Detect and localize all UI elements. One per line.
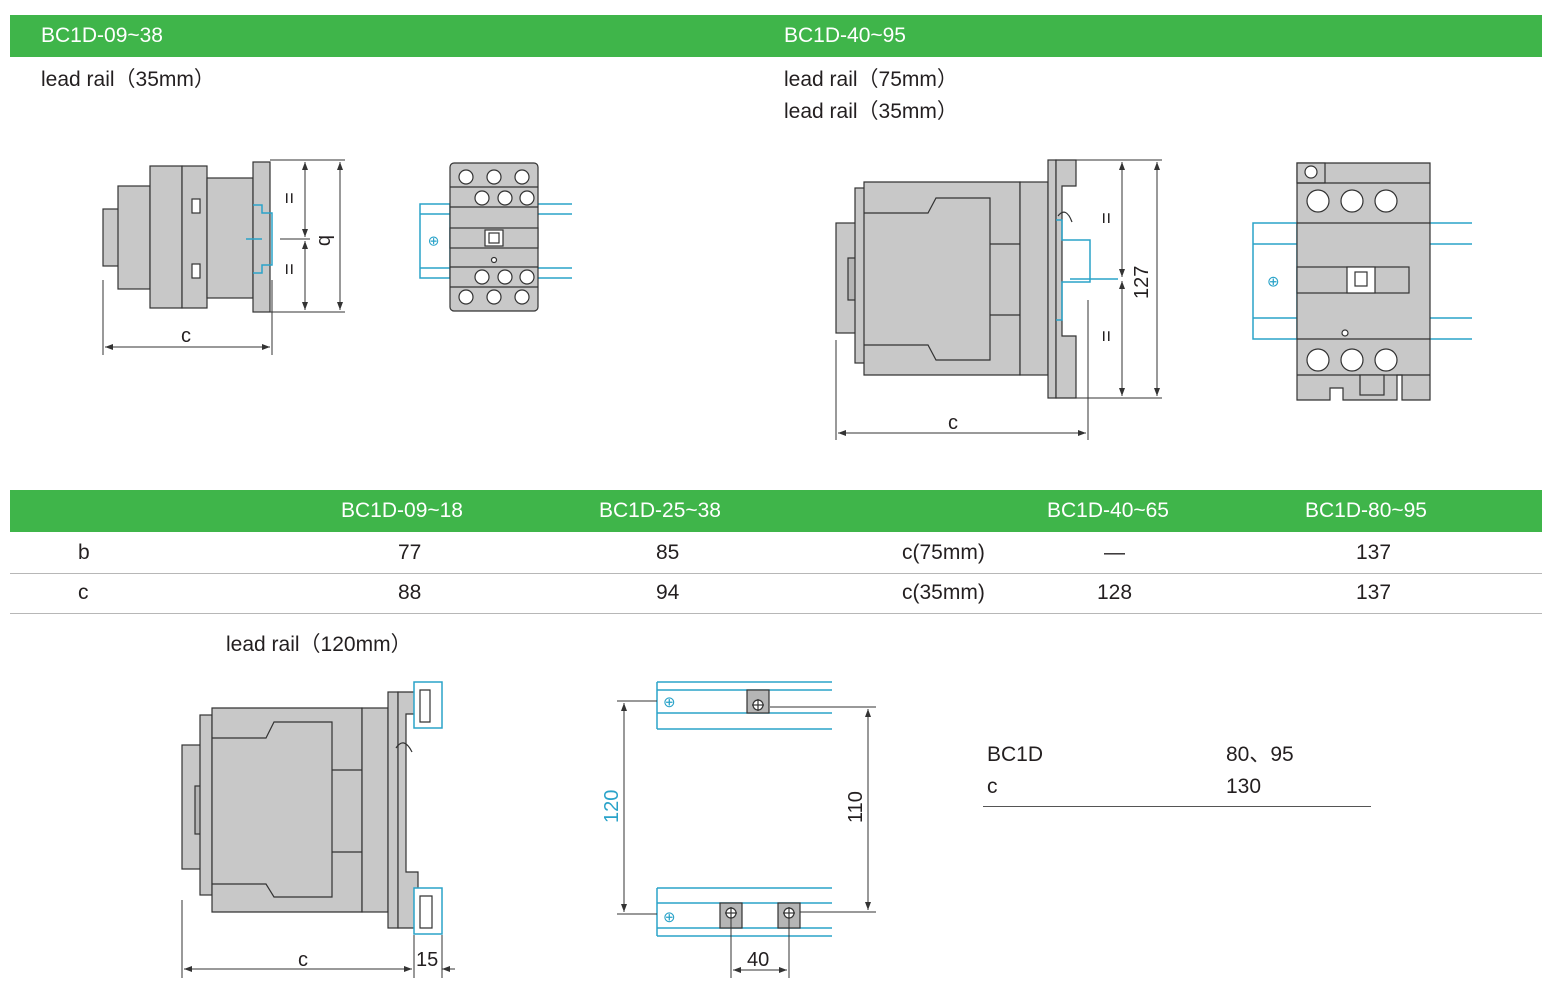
svg-text:⊕: ⊕	[425, 235, 441, 247]
row-value: —	[1104, 541, 1125, 564]
small-table-rule	[983, 806, 1371, 807]
dim-equal-top-right: =	[1096, 212, 1118, 224]
dim-120-label: 120	[601, 790, 623, 823]
row-label: b	[78, 541, 90, 564]
dim-equal-bottom-left: =	[279, 263, 301, 275]
row-value: 85	[656, 541, 680, 564]
dim-c-label-bottom: c	[298, 949, 308, 971]
row-label-2: c(35mm)	[902, 581, 985, 604]
dim-40-label: 40	[747, 949, 769, 971]
table-header-col4: BC1D-80~95	[1305, 499, 1427, 522]
svg-text:⊕: ⊕	[663, 909, 676, 926]
row-value: 137	[1356, 581, 1392, 604]
row-label: c	[78, 581, 89, 604]
table-header-col1: BC1D-09~18	[341, 499, 463, 522]
dim-127-label: 127	[1131, 266, 1153, 299]
header-title-left: BC1D-09~38	[41, 24, 163, 47]
svg-text:⊕: ⊕	[663, 694, 676, 711]
dim-b-label: b	[314, 235, 336, 246]
dim-equal-bottom-right: =	[1096, 330, 1118, 342]
right-rail-label-1: lead rail（75mm）	[784, 68, 958, 91]
table-divider	[10, 573, 1542, 574]
table-header-bar: BC1D-09~18 BC1D-25~38 BC1D-40~65 BC1D-80…	[10, 490, 1542, 532]
small-table-label-2: c	[987, 775, 998, 798]
svg-text:⊕: ⊕	[1265, 275, 1282, 288]
section-header-bar: BC1D-09~38 BC1D-40~95	[10, 15, 1542, 57]
header-title-right: BC1D-40~95	[784, 24, 906, 47]
dim-equal-top-left: =	[279, 192, 301, 204]
dim-c-label-right: c	[948, 412, 958, 434]
right-rail-label-2: lead rail（35mm）	[784, 100, 958, 123]
row-value: 128	[1097, 581, 1133, 604]
row-value: 77	[398, 541, 422, 564]
dim-110-label: 110	[845, 791, 867, 823]
bottom-rail-label: lead rail（120mm）	[226, 633, 412, 656]
row-label-2: c(75mm)	[902, 541, 985, 564]
small-table-value-1: 80、95	[1226, 743, 1294, 766]
dim-15-label: 15	[416, 949, 438, 971]
row-value: 88	[398, 581, 422, 604]
table-header-col2: BC1D-25~38	[599, 499, 721, 522]
table-divider	[10, 613, 1542, 614]
table-header-col3: BC1D-40~65	[1047, 499, 1169, 522]
row-value: 137	[1356, 541, 1392, 564]
dim-c-label-left: c	[181, 325, 191, 347]
small-table-value-2: 130	[1226, 775, 1262, 798]
left-rail-label: lead rail（35mm）	[41, 68, 215, 91]
small-table-label-1: BC1D	[987, 743, 1044, 766]
row-value: 94	[656, 581, 680, 604]
